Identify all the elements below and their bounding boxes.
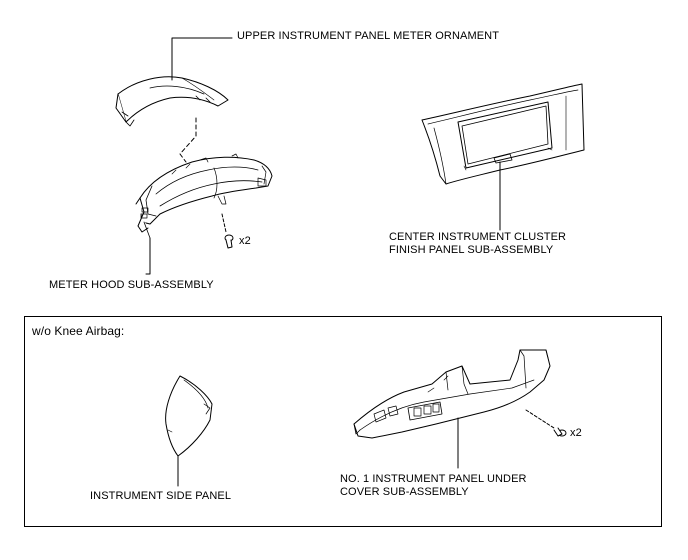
label-meter-hood: METER HOOD SUB-ASSEMBLY bbox=[49, 279, 214, 291]
assembly-dashed-line bbox=[179, 117, 197, 163]
center-cluster-finish-panel-part bbox=[421, 83, 585, 185]
label-screw-qty-top: x2 bbox=[239, 235, 251, 247]
upper-meter-ornament-part bbox=[115, 76, 229, 127]
leader-meter-hood bbox=[145, 237, 151, 275]
label-center-cluster-line1: CENTER INSTRUMENT CLUSTER bbox=[389, 231, 567, 243]
screw-top bbox=[221, 213, 234, 249]
label-upper-meter-ornament: UPPER INSTRUMENT PANEL METER ORNAMENT bbox=[237, 30, 500, 42]
inset-title: w/o Knee Airbag: bbox=[32, 324, 125, 338]
meter-hood-part bbox=[135, 153, 273, 239]
label-side-panel: INSTRUMENT SIDE PANEL bbox=[90, 490, 232, 502]
screw-bottom bbox=[525, 409, 567, 437]
label-under-cover-line1: NO. 1 INSTRUMENT PANEL UNDER bbox=[340, 473, 527, 485]
label-center-cluster-line2: FINISH PANEL SUB-ASSEMBLY bbox=[389, 244, 554, 256]
leader-upper-ornament bbox=[171, 37, 233, 81]
label-under-cover-line2: COVER SUB-ASSEMBLY bbox=[340, 486, 469, 498]
knee-airbag-variant-box bbox=[24, 316, 662, 527]
label-screw-qty-bottom: x2 bbox=[570, 427, 582, 439]
under-cover-part bbox=[353, 349, 551, 439]
